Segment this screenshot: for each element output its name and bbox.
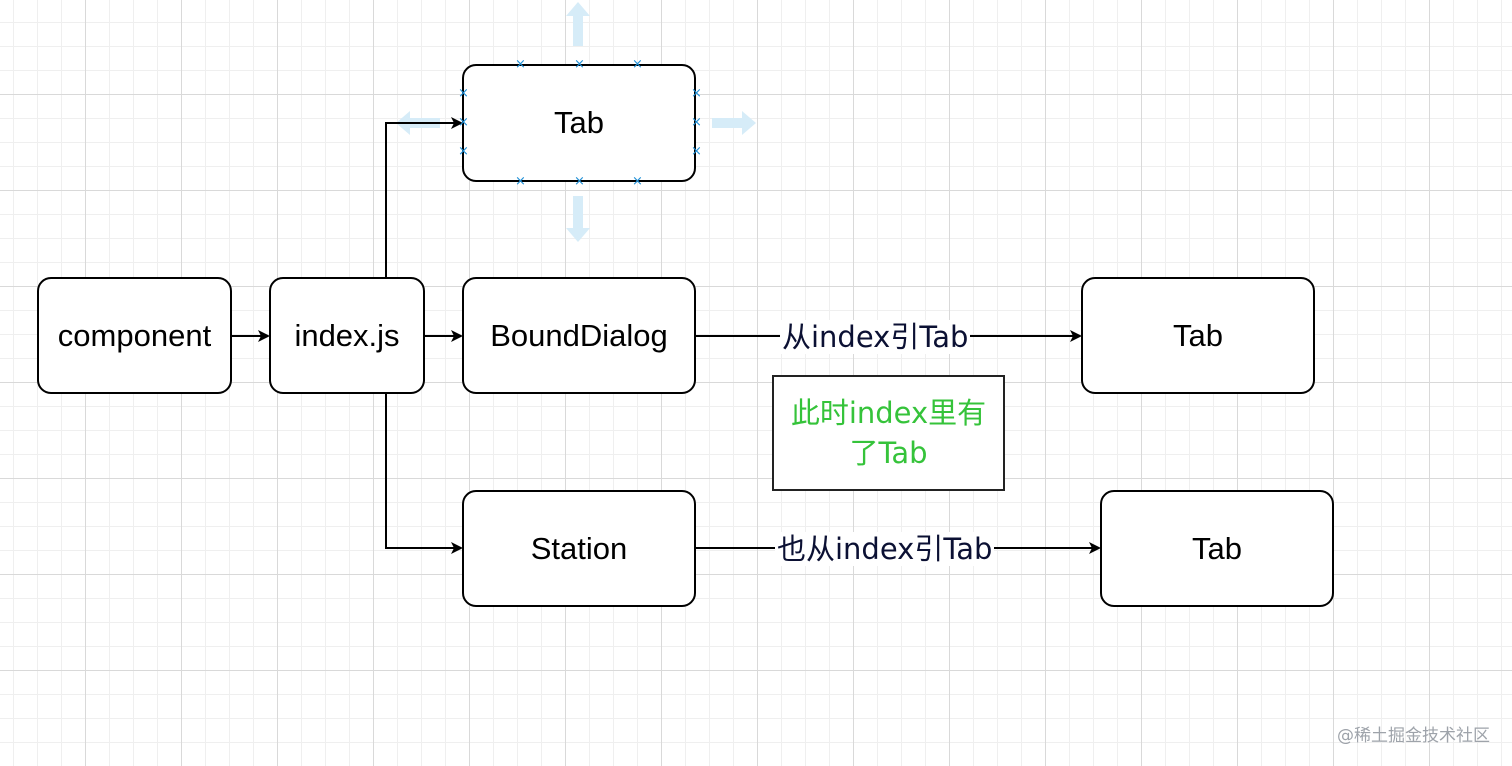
selection-handle-icon[interactable]: ×: [691, 115, 702, 130]
selection-handle-icon[interactable]: ×: [515, 57, 526, 72]
selection-handle-icon[interactable]: ×: [458, 115, 469, 130]
node-bounddialog-label: BoundDialog: [490, 317, 668, 353]
edge-label-bounddialog-tab[interactable]: 从index引Tab: [780, 320, 971, 354]
selection-handle-icon[interactable]: ×: [574, 174, 585, 189]
node-tab-right-1-label: Tab: [1173, 317, 1223, 353]
selection-handle-icon[interactable]: ×: [691, 86, 702, 101]
edge-index-station[interactable]: [385, 394, 463, 554]
node-component-label: component: [57, 317, 212, 353]
hover-arrow-down: [566, 196, 590, 242]
watermark: @稀土掘金技术社区: [1337, 726, 1490, 746]
edge-index-tab-top[interactable]: [385, 117, 463, 277]
node-station-label: Station: [530, 530, 628, 566]
selection-handle-icon[interactable]: ×: [458, 86, 469, 101]
note-line-2: 了Tab: [849, 436, 928, 470]
selection-handle-icon[interactable]: ×: [632, 174, 643, 189]
selection-handle-icon[interactable]: ×: [632, 57, 643, 72]
node-bounddialog[interactable]: BoundDialog: [462, 277, 696, 394]
hover-arrow-right: [712, 111, 756, 135]
note-line-1: 此时index里有: [790, 396, 987, 430]
selection-handle-icon[interactable]: ×: [458, 144, 469, 159]
node-tab-top-selected[interactable]: Tab: [462, 64, 696, 182]
node-tab-right-2[interactable]: Tab: [1100, 490, 1334, 607]
hover-arrow-up: [566, 2, 590, 46]
selection-handle-icon[interactable]: ×: [691, 144, 702, 159]
edge-label-station-tab[interactable]: 也从index引Tab: [775, 532, 995, 566]
node-index-js[interactable]: index.js: [269, 277, 425, 394]
node-station[interactable]: Station: [462, 490, 696, 607]
selection-handle-icon[interactable]: ×: [574, 57, 585, 72]
node-index-js-label: index.js: [294, 317, 400, 353]
node-component[interactable]: component: [37, 277, 232, 394]
note-box[interactable]: 此时index里有 了Tab: [772, 375, 1005, 491]
node-tab-right-2-label: Tab: [1192, 530, 1242, 566]
node-tab-top-label: Tab: [554, 105, 604, 140]
selection-handle-icon[interactable]: ×: [515, 174, 526, 189]
node-tab-right-1[interactable]: Tab: [1081, 277, 1315, 394]
